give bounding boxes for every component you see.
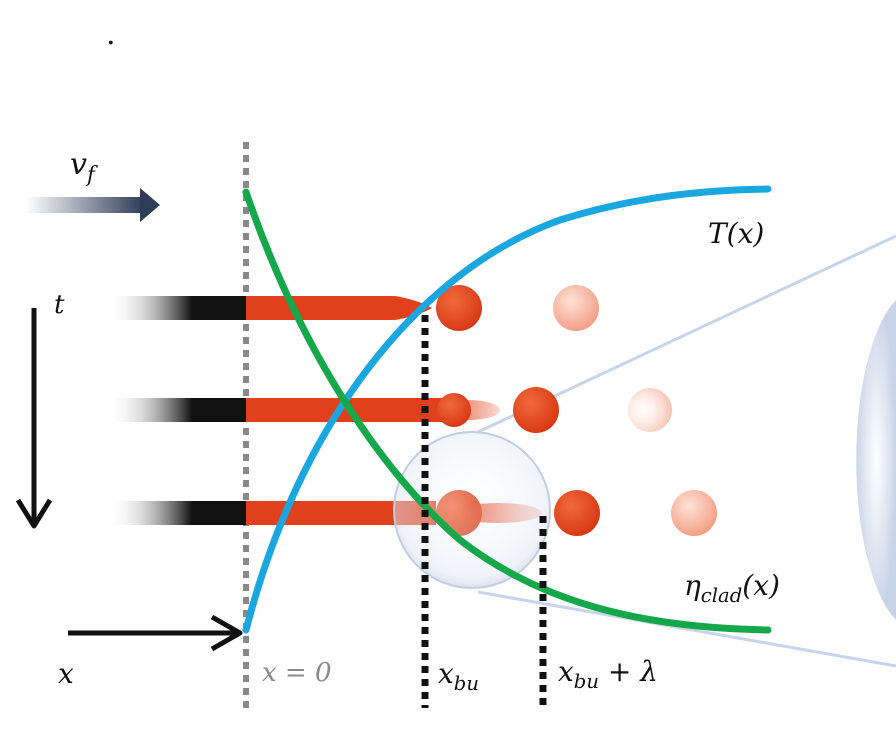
droplet-faded [628,388,672,432]
arrow-down-icon [15,308,53,529]
droplet [436,285,482,331]
zoom-lens-edge [856,300,896,620]
droplet [513,387,559,433]
temperature-curve [242,185,772,634]
droplet [554,490,600,536]
breakup-label: xbu [438,657,479,695]
breakup-plus-wavelength-label: xbu + λ [558,655,658,693]
magnifier-bubble [393,431,551,589]
top-dot: . [106,17,116,52]
gradient-arrow-right-icon [26,188,160,222]
droplet-faded [553,285,599,331]
magnifier-guides [477,234,896,668]
viscosity-curve [242,188,772,634]
flow-velocity-label: vf [70,147,95,187]
time-axis-label: t [54,290,65,320]
viscosity-label: ηclad(x) [684,569,780,607]
arrow-right-icon [68,614,243,652]
droplet-faded [671,490,717,536]
temperature-label: T(x) [708,217,765,250]
droplet [437,393,471,427]
space-axis-label: x [58,657,74,690]
origin-label: x = 0 [262,658,332,688]
fiber-row-1 [108,296,432,320]
